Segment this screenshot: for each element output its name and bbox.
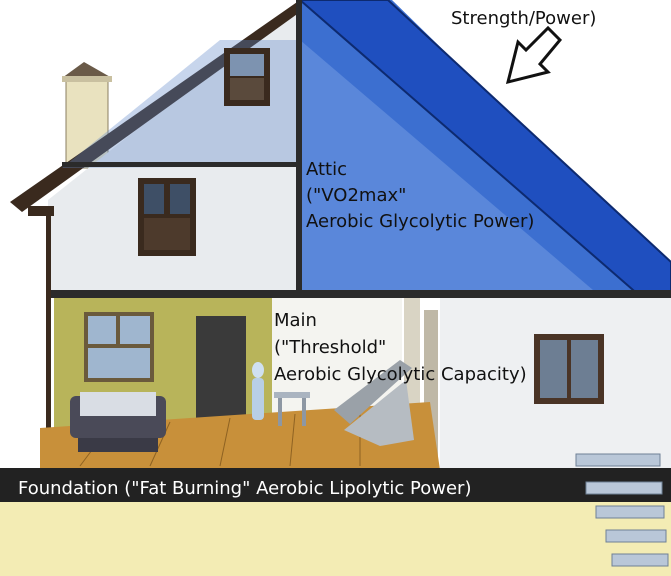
attic-label-line1: Attic xyxy=(306,159,348,180)
foundation-band xyxy=(0,468,671,502)
right-wing-window xyxy=(534,334,604,404)
center-post xyxy=(296,0,302,296)
roof-slope xyxy=(298,0,671,297)
attic-label-line3: Aerobic Glycolytic Power) xyxy=(306,211,535,232)
exterior-steps xyxy=(575,453,669,567)
second-floor-window xyxy=(138,178,196,256)
side-table xyxy=(274,392,310,426)
main-floor-window xyxy=(84,312,154,382)
main-floor-deck xyxy=(40,402,440,470)
downspout xyxy=(46,210,51,460)
attic-window xyxy=(224,48,270,106)
interior-stairs xyxy=(334,360,414,446)
roof-label: Strength/Power) xyxy=(451,8,597,29)
main-label-line1: Main xyxy=(274,310,317,331)
ground xyxy=(0,500,671,576)
foundation-label: Foundation ("Fat Burning" Aerobic Lipoly… xyxy=(18,478,472,499)
attic-floor-beam xyxy=(48,290,671,298)
door xyxy=(196,316,246,426)
main-label-line2: ("Threshold" xyxy=(274,337,387,358)
couch xyxy=(70,392,166,452)
arrow-icon xyxy=(505,25,563,85)
attic-label-line2: ("VO2max" xyxy=(306,185,407,206)
main-label-line3: Aerobic Glycolytic Capacity) xyxy=(274,364,527,385)
glass-figure xyxy=(252,362,264,420)
